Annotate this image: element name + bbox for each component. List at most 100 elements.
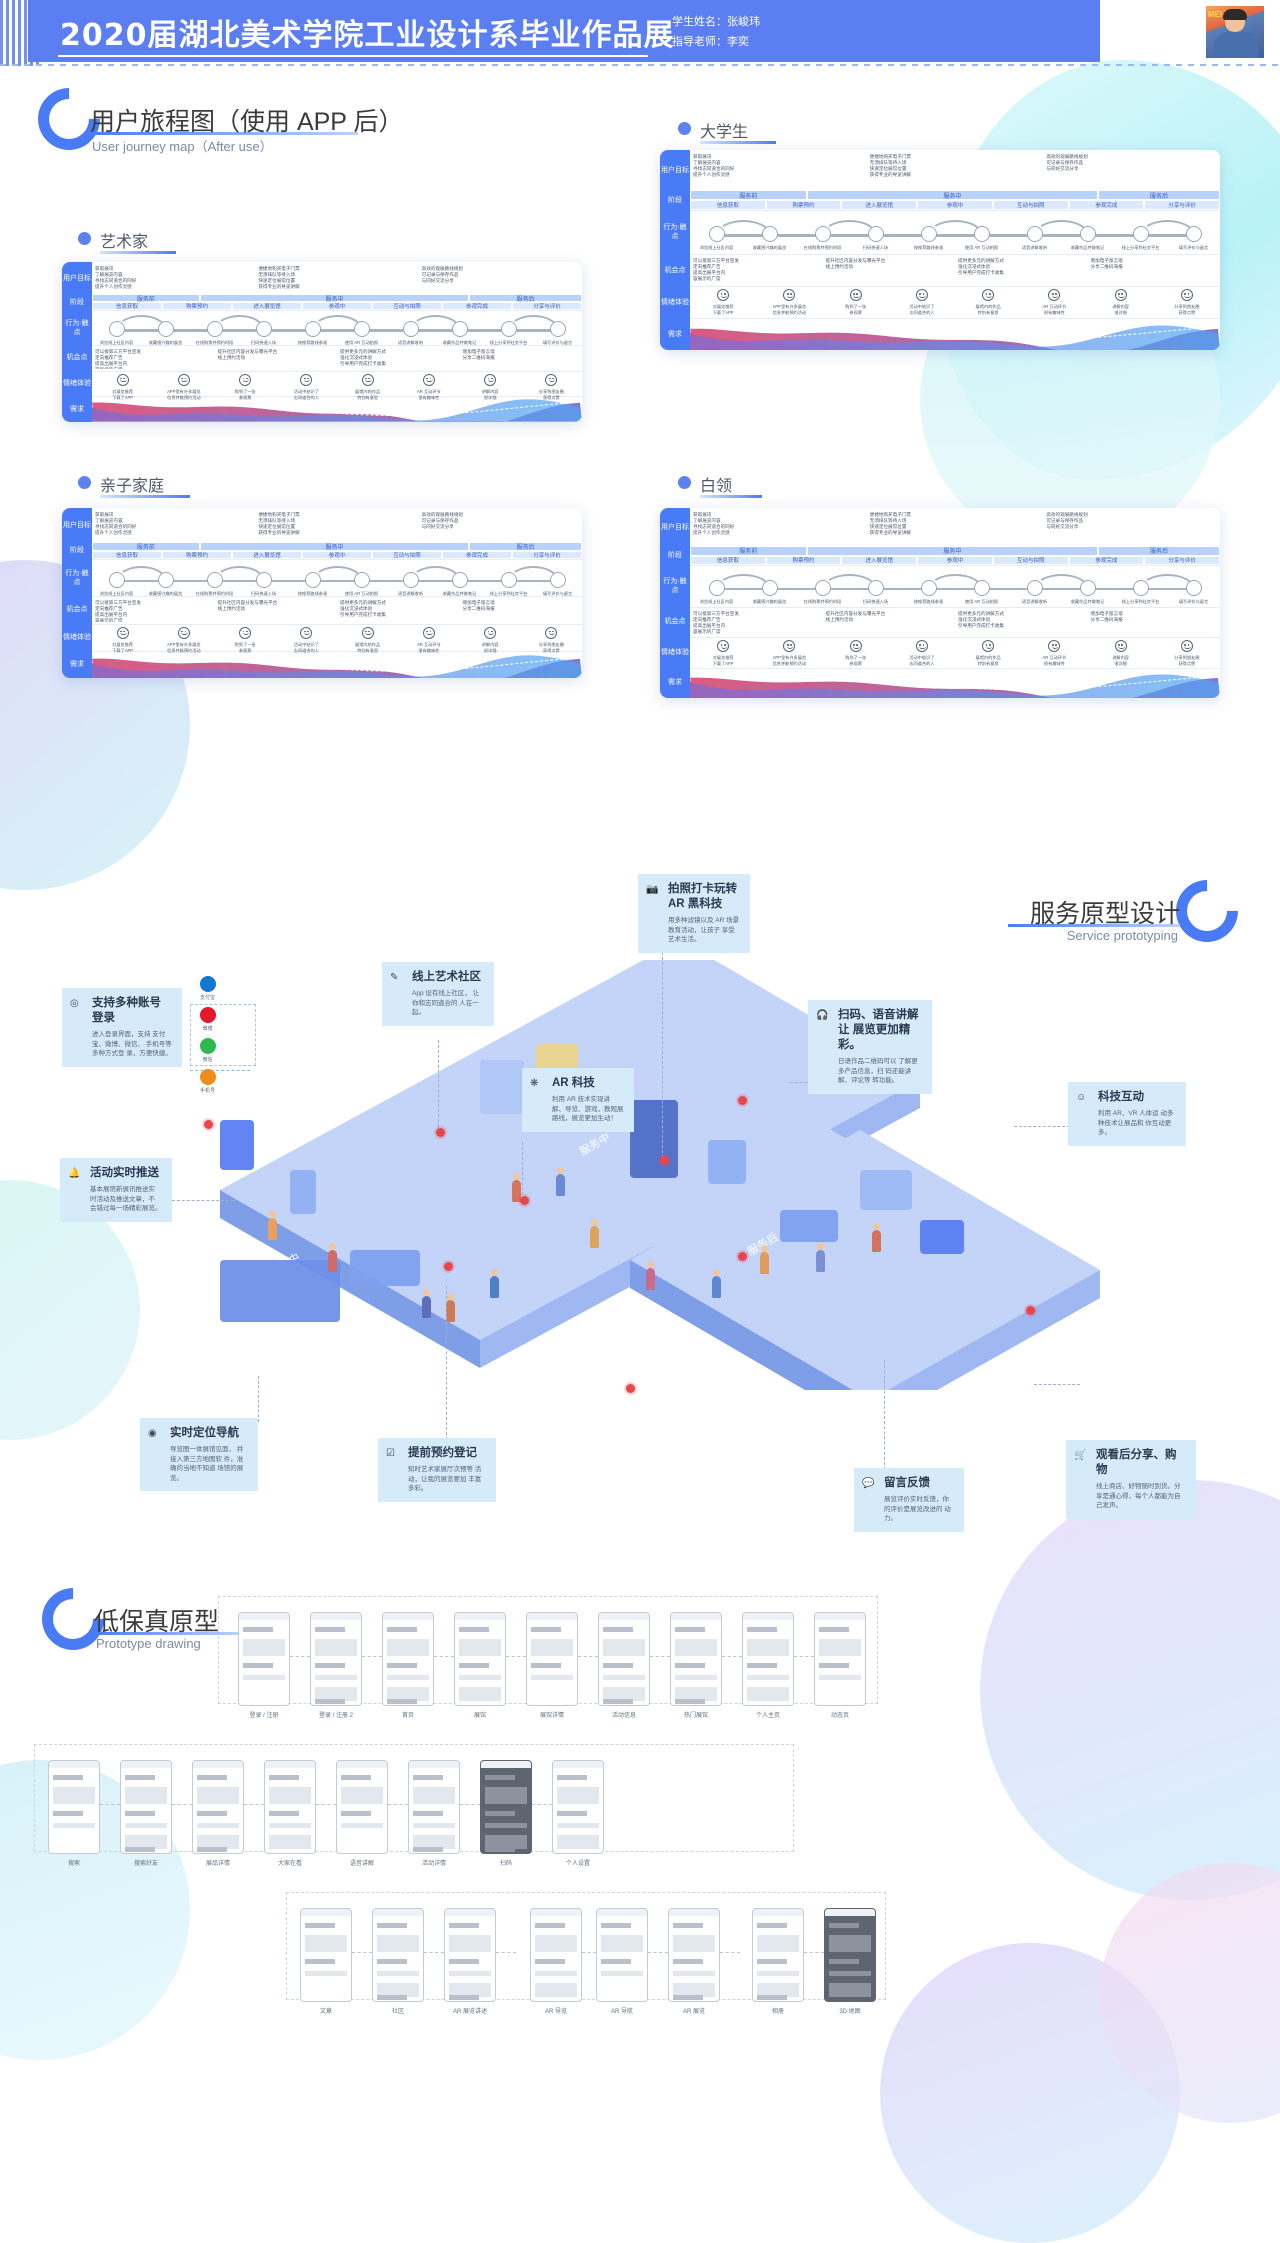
map-marker[interactable] xyxy=(520,1196,529,1205)
journey-behavior-label: 使用 AR 互动拍照 xyxy=(964,598,999,604)
wireframe-screen[interactable] xyxy=(264,1760,316,1854)
wireframe-screen[interactable] xyxy=(480,1760,532,1854)
wireframe-connector xyxy=(648,1952,668,1953)
callout-share-shopping[interactable]: 🛒 观看后分享、购物 线上商店、好物随时到货。分 享是通心得，每个人都能为自 己… xyxy=(1066,1440,1196,1519)
map-marker[interactable] xyxy=(626,1384,635,1393)
wireframe-screen[interactable] xyxy=(238,1612,290,1706)
journey-arc xyxy=(928,220,982,234)
journey-arc xyxy=(508,315,558,329)
wireframe-block xyxy=(377,1935,419,1949)
wireframe-block xyxy=(829,1923,859,1928)
wireframe-screen[interactable] xyxy=(372,1908,424,2002)
map-marker[interactable] xyxy=(738,1096,747,1105)
journey-row-divider xyxy=(690,254,1220,255)
journey-stage: 分享与评价 xyxy=(1144,200,1220,210)
login-provider[interactable]: 微博 xyxy=(191,1007,224,1032)
wireframe-screen[interactable] xyxy=(454,1612,506,1706)
journey-behavior-label: 按推荐路线参观 xyxy=(913,245,944,251)
callout-ar-technology[interactable]: ❋ AR 科技 利用 AR 技术实现讲 解、导览、游戏，教观展 路线，展览更加生… xyxy=(522,1068,634,1132)
journey-map-family: 用户目标阶段行为·触点机会点情绪体验需求获取展讯 了解展览内容 寻找志同道合的同… xyxy=(62,508,582,678)
callout-realtime-navigation[interactable]: ◉ 实时定位导航 导览图一体展馆见面， 并接入第三方地图软 件，准确的当地不知道… xyxy=(140,1418,258,1491)
journey-opportunity-cell: 可以接第三方平台宣发 定向推荐广告 提高出展平台内 容展示的广度 xyxy=(95,600,141,622)
persona-underline xyxy=(700,495,762,498)
journey-phase: 服务前 xyxy=(92,294,200,303)
wireframe-block xyxy=(675,1675,717,1680)
wireframe-connector xyxy=(794,1656,814,1657)
wireframe-block xyxy=(387,1687,429,1701)
callout-activity-push[interactable]: 🔔 活动实时推送 基本展馆新展讯推送实 时活动及推送文章，不 会错过每一场精彩展… xyxy=(60,1158,172,1222)
map-marker[interactable] xyxy=(1026,1306,1035,1315)
journey-row-label: 用户目标 xyxy=(660,508,690,546)
journey-opportunity-cell: 提升社区内容分发与曝光平台 线上预约活动 xyxy=(825,610,886,622)
callout-message-feedback[interactable]: 💬 留言反馈 展览评价实时反馈，你 的评价是展览改进的 动力。 xyxy=(854,1468,964,1532)
wireframe-block xyxy=(747,1687,789,1701)
wireframe-screen[interactable] xyxy=(526,1612,578,1706)
wireframe-screen[interactable] xyxy=(752,1908,804,2002)
wireframe-screen[interactable] xyxy=(48,1760,100,1854)
map-marker[interactable] xyxy=(436,1128,445,1137)
journey-touchpoint-node xyxy=(451,571,468,588)
wireframe-screen[interactable] xyxy=(742,1612,794,1706)
journey-arc xyxy=(116,315,166,329)
wireframe-screen[interactable] xyxy=(192,1760,244,1854)
wireframe-screen[interactable] xyxy=(408,1760,460,1854)
leader-line xyxy=(172,1200,234,1201)
login-provider[interactable]: 手机号 xyxy=(191,1069,224,1094)
wireframe-screen[interactable] xyxy=(814,1612,866,1706)
map-marker[interactable] xyxy=(660,1156,669,1165)
journey-track xyxy=(716,234,1194,237)
callout-advance-booking[interactable]: ☑ 提前预约登记 知时艺术家展厅次预等 活动，让我的展览要加 丰富多彩。 xyxy=(378,1438,496,1502)
login-provider[interactable]: 支付宝 xyxy=(191,976,224,1001)
wireframe-statusbar xyxy=(669,1909,719,1916)
wireframe-block xyxy=(603,1687,645,1701)
wireframe-screen[interactable] xyxy=(668,1908,720,2002)
journey-behavior-label: 填写评价与留言 xyxy=(1178,598,1209,604)
map-marker[interactable] xyxy=(738,1252,747,1261)
callout-photo-ar[interactable]: 📷 拍照打卡玩转 AR 黑科技 用多种滤镜以及 AR 场景教育活动，让孩子 享受… xyxy=(638,874,750,953)
wireframe-screen[interactable] xyxy=(530,1908,582,2002)
wireframe-screen[interactable] xyxy=(300,1908,352,2002)
wireframe-block xyxy=(315,1639,357,1653)
wireframe-block xyxy=(387,1699,417,1704)
callout-tech-interaction[interactable]: ☺ 科技互动 利用 AR、VR 人体运 动多种技术让展品和 你互动更多。 xyxy=(1068,1082,1186,1146)
wireframe-screen[interactable] xyxy=(552,1760,604,1854)
wireframe-screen[interactable] xyxy=(824,1908,876,2002)
journey-emotion-face xyxy=(177,373,190,386)
callout-online-art-community[interactable]: ✎ 线上艺术社区 App 设有线上社区， 让你和志同道合的 人在一起。 xyxy=(382,962,494,1026)
wireframe-block xyxy=(603,1651,645,1656)
wireframe-screen[interactable] xyxy=(598,1612,650,1706)
callout-multi-account-login[interactable]: ◎ 支持多种账号 登录 进入登录界面，支持 支付宝、微博、微信、 手机号等多种方… xyxy=(62,988,182,1067)
login-provider[interactable]: 微信 xyxy=(191,1038,224,1063)
wireframe-screen[interactable] xyxy=(596,1908,648,2002)
journey-behavior-label: 在线购票并预约时段 xyxy=(195,590,234,596)
map-marker[interactable] xyxy=(444,1262,453,1271)
headset-icon: 🎧 xyxy=(816,1010,829,1021)
wireframe-screen[interactable] xyxy=(310,1612,362,1706)
map-marker[interactable] xyxy=(204,1120,213,1129)
journey-track xyxy=(116,579,558,582)
wireframe-label: 搜索好友 xyxy=(133,1861,158,1867)
journey-emotion-label: 讲解内容 很详细 xyxy=(481,388,499,400)
journey-phase: 服务前 xyxy=(92,542,200,551)
wireframe-screen[interactable] xyxy=(670,1612,722,1706)
callout-scan-audio-guide[interactable]: 🎧 扫码、语音讲解让 展览更加精彩。 日语作品二维码可以 了解更多产品信息，扫 … xyxy=(808,1000,932,1094)
wireframe-screen[interactable] xyxy=(336,1760,388,1854)
persona-underline xyxy=(100,495,190,498)
wireframe-screen[interactable] xyxy=(382,1612,434,1706)
wireframe-screen[interactable] xyxy=(120,1760,172,1854)
callout-title: 扫码、语音讲解让 展览更加精彩。 xyxy=(838,1009,919,1051)
wireframe-block xyxy=(459,1627,489,1632)
shop-counter xyxy=(860,1170,912,1210)
visitor-figure xyxy=(712,1269,721,1298)
wireframe-block xyxy=(197,1835,239,1849)
journey-stage: 信息获取 xyxy=(690,555,766,565)
wireframe-screen[interactable] xyxy=(444,1908,496,2002)
journey-arc xyxy=(214,315,264,329)
journey-emotion-label: 分享到朋友圈 获得点赞 xyxy=(1174,655,1200,667)
wireframe-statusbar xyxy=(481,1761,531,1768)
journey-opportunity-cell: 增加电子留言墙 分享二维码海报 xyxy=(1090,610,1123,622)
journey-emotion-face xyxy=(1180,640,1193,653)
journey-stage: 参观中 xyxy=(302,550,372,559)
wireframe-block xyxy=(449,1935,491,1949)
wireframe-block xyxy=(675,1639,717,1653)
